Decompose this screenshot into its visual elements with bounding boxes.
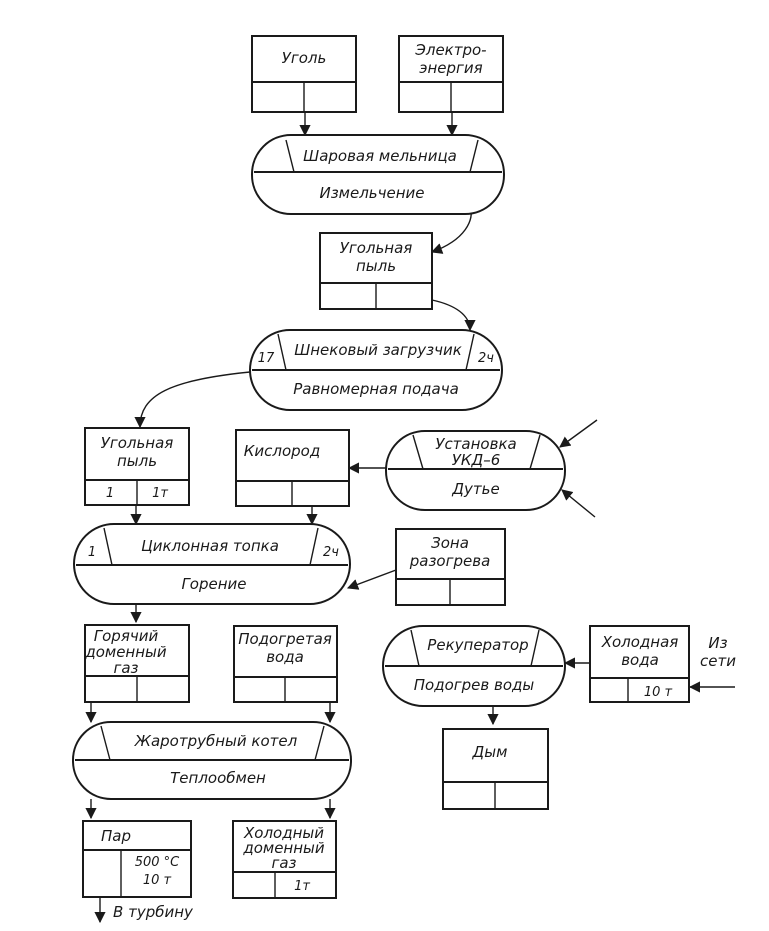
screw-loader-left: 17 — [258, 351, 275, 366]
node-coal-dust-a: Угольная пыль — [319, 232, 433, 310]
coal-dust-b-label-2: пыль — [117, 452, 157, 470]
hot-gas-label-1: Горячий — [94, 627, 159, 645]
oxygen-label: Кислород — [244, 442, 320, 460]
coal-dust-a-label-2: пыль — [356, 257, 396, 275]
heat-exchange-label: Теплообмен — [170, 769, 266, 787]
to-turbine-label: В турбину — [113, 903, 194, 921]
coal-label: Уголь — [282, 49, 327, 67]
node-ball-mill: Шаровая мельница Измельчение — [251, 134, 505, 215]
blowing-label: Дутье — [451, 480, 499, 498]
node-heating-zone: Зона разогрева — [395, 528, 506, 606]
coal-dust-b-label-1: Угольная — [101, 434, 174, 452]
cyclone-right: 2ч — [323, 545, 339, 560]
coal-dust-a-label-1: Угольная — [340, 239, 413, 257]
node-cold-gas: Холодный доменный газ 1т — [232, 820, 337, 899]
grinding-label: Измельчение — [319, 184, 424, 202]
cold-gas-label-1: Холодный — [243, 824, 324, 842]
from-network-label-1: Из — [708, 634, 727, 652]
node-coal: Уголь — [251, 35, 357, 113]
node-ukd6: Установка УКД–6 Дутье — [385, 430, 566, 511]
heating-zone-label-2: разогрева — [409, 552, 491, 570]
electricity-label-1: Электро- — [414, 41, 486, 59]
electricity-label-2: энергия — [419, 59, 482, 77]
heated-water-label-1: Подогретая — [238, 630, 332, 648]
node-smoke: Дым — [442, 728, 549, 810]
arrow-in-ukd-top — [559, 419, 598, 448]
cold-gas-qty: 1т — [294, 879, 310, 894]
screw-loader-label: Шнековый загрузчик — [294, 341, 462, 359]
coal-dust-b-qty-2: 1т — [152, 486, 168, 501]
uniform-feed-label: Равномерная подача — [293, 380, 459, 398]
node-boiler: Жаротрубный котел Теплообмен — [72, 721, 352, 800]
ukd-label-1: Установка — [435, 435, 516, 453]
node-cold-water: Холодная вода 10 т — [589, 625, 690, 703]
arrow-dust-loader — [431, 299, 476, 332]
hot-gas-label-2: доменный — [84, 643, 167, 661]
node-screw-loader: 17 Шнековый загрузчик 2ч Равномерная под… — [249, 329, 503, 411]
ball-mill-label: Шаровая мельница — [303, 147, 457, 165]
coal-dust-b-qty-1: 1 — [106, 486, 114, 501]
arrow-loader-dust — [134, 371, 251, 429]
node-cyclone-furnace: 1 Циклонная топка 2ч Горение — [73, 523, 351, 605]
cyclone-left: 1 — [88, 545, 96, 560]
steam-temp: 500 °С — [135, 855, 180, 870]
ukd-label-2: УКД–6 — [452, 451, 501, 469]
steam-label: Пар — [101, 827, 131, 845]
combustion-label: Горение — [181, 575, 246, 593]
arrow-in-ukd-bottom — [561, 489, 596, 518]
cold-water-label-1: Холодная — [601, 633, 679, 651]
screw-loader-right: 2ч — [478, 351, 494, 366]
smoke-label: Дым — [472, 743, 508, 761]
from-network-label-2: сети — [700, 652, 736, 670]
cold-gas-label-2: доменный — [242, 839, 325, 857]
node-hot-gas: Горячий доменный газ — [84, 624, 190, 703]
heated-water-label-2: вода — [266, 648, 304, 666]
recuperator-label: Рекуператор — [427, 636, 528, 654]
cold-water-label-2: вода — [621, 651, 659, 669]
water-heating-label: Подогрев воды — [414, 676, 535, 694]
cold-gas-label-3: газ — [271, 854, 296, 872]
node-recuperator: Рекуператор Подогрев воды — [382, 625, 566, 707]
cyclone-furnace-label: Циклонная топка — [141, 537, 279, 555]
cold-water-qty: 10 т — [644, 685, 673, 700]
node-coal-dust-b: Угольная пыль 1 1т — [84, 427, 190, 506]
node-steam: Пар 500 °С 10 т — [82, 820, 192, 898]
arrow-heatzone-furnace — [346, 569, 397, 590]
steam-qty: 10 т — [143, 873, 172, 888]
node-electricity: Электро- энергия — [398, 35, 504, 113]
hot-gas-label-3: газ — [113, 659, 138, 677]
boiler-label: Жаротрубный котел — [134, 732, 298, 750]
heating-zone-label-1: Зона — [431, 534, 469, 552]
node-heated-water: Подогретая вода — [233, 625, 338, 703]
node-oxygen: Кислород — [235, 429, 350, 507]
